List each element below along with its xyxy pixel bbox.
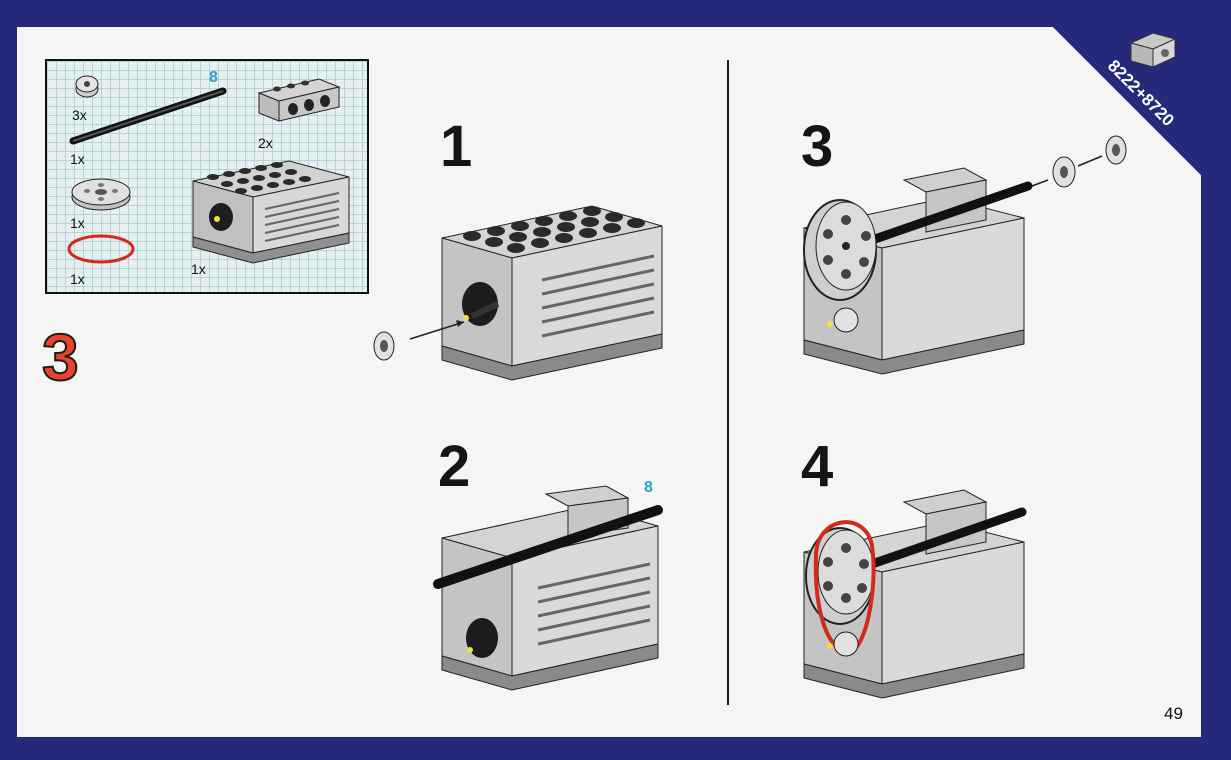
pulley-wheel-qty: 1x [70, 215, 85, 231]
step-1-illustration [373, 205, 663, 381]
axle-icon [69, 87, 227, 145]
rubber-band-qty: 1x [70, 271, 85, 287]
set-number-corner-tab: 8222+8720 [1053, 27, 1201, 175]
rubber-band-icon [813, 520, 876, 655]
technic-brick-qty: 2x [258, 135, 273, 151]
rubber-band-icon [67, 234, 135, 264]
technic-brick-icon [257, 78, 341, 122]
step-3-number: 3 [801, 114, 834, 179]
step-3-illustration [803, 135, 1127, 375]
bush-icon [75, 75, 99, 98]
main-step-number: 3 [41, 320, 80, 394]
motor-icon [192, 160, 350, 264]
bush-icon [373, 331, 395, 361]
column-divider [727, 60, 729, 705]
step-1-number: 1 [440, 114, 473, 179]
bush-icon [1052, 156, 1076, 188]
bush-icon [1105, 135, 1127, 165]
parts-illustrations [67, 75, 350, 264]
page-number: 49 [1164, 704, 1183, 723]
step-4-number: 4 [801, 434, 834, 499]
pulley-wheel-icon [803, 199, 877, 301]
step-2-illustration [433, 485, 663, 691]
step-2-axle-length: 8 [644, 479, 653, 496]
parts-list-panel: 3x 8 1x 2x 1x 1x 1x [45, 59, 369, 294]
pulley-wheel-icon [71, 178, 131, 211]
bush-qty: 3x [72, 107, 87, 123]
motor-thumbnail-icon [1129, 32, 1177, 68]
axle-length-label: 8 [209, 69, 218, 86]
step-4-illustration [803, 489, 1027, 699]
motor-qty: 1x [191, 261, 206, 277]
step-2-number: 2 [438, 434, 471, 499]
axle-qty: 1x [70, 151, 85, 167]
